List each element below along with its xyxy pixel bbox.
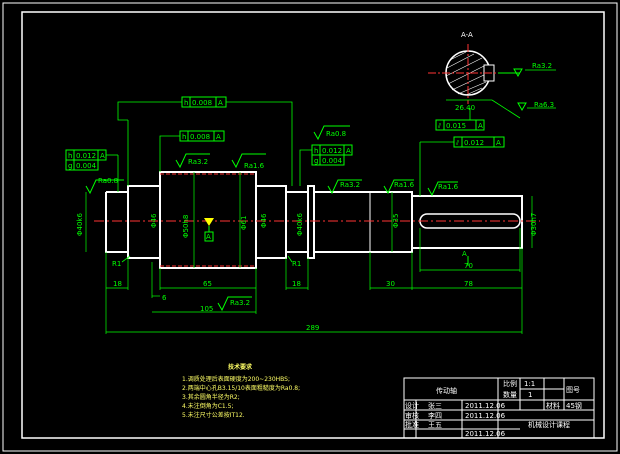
dim-6: 6 [162,294,167,302]
qty-value: 1 [528,391,532,399]
svg-text:⫽: ⫽ [455,139,460,147]
shaft-outline [105,171,523,269]
school: 机械设计课程 [528,420,570,429]
svg-text:h: h [314,147,318,155]
section-label: A-A [461,31,473,39]
keyway-depth: 26.40 [455,104,475,112]
note-line: 2.两端中心孔B3.15/10表面粗糙度为Ra0.8; [182,384,300,392]
dim-30: 30 [386,280,395,288]
right-tol-1-ref: A [346,147,351,155]
keyway-roughness: Ra6.3 [534,101,554,109]
dia-step: Φ35 [392,214,400,228]
sheet-value: 图号 [566,386,580,394]
dimension-lines [105,228,523,334]
scale-label: 比例 [503,379,517,388]
datum-triangle [204,218,214,226]
dia-body2: Φ61 [240,216,248,230]
dia-right: Φ40k6 [296,213,304,236]
dim-65: 65 [203,280,212,288]
ra-step1: Ra3.2 [340,181,360,189]
section-tol: 0.015 [446,122,466,130]
mid-tol: 0.008 [190,133,210,141]
left-tol-2: 0.004 [76,162,97,170]
keyway-tol-ref: A [496,139,501,147]
ra-mid-right: Ra1.6 [244,162,265,170]
dia-left: Φ40k6 [76,213,84,236]
left-tol-box-2 [65,159,99,171]
ra-step2: Ra1.6 [394,181,415,189]
material-label: 材料 [546,401,560,410]
section-tol-box [435,119,485,131]
datum-label: A [206,233,211,241]
approver: 王五 [428,421,442,429]
dim-70: 70 [464,262,473,270]
left-tol-1: 0.012 [76,152,96,160]
keyway-tol: 0.012 [464,139,484,147]
note-line: 3.其余圆角半径为R2; [182,393,240,401]
top-tol-ref: A [218,99,223,107]
svg-text:h: h [182,133,186,141]
top-tol: 0.008 [192,99,212,107]
dia-collar-left: Φ46 [150,213,158,228]
svg-text:⫽: ⫽ [437,122,442,130]
diameter-lines [85,172,533,268]
ra-mid-left: Ra3.2 [188,158,208,166]
dim-total: 289 [306,324,319,332]
dia-end: Φ30h7 [530,213,538,236]
fillet-left: R1 [112,260,121,268]
fillet-right: R1 [292,260,301,268]
roughness-symbols [85,125,458,312]
ra-left: Ra0.8 [98,177,118,185]
cut-label: A [462,250,467,258]
section-tol-ref: A [478,122,483,130]
designer: 张三 [428,401,442,410]
notes-title: 技术要求 [228,363,253,371]
material-value: 45钢 [566,401,582,410]
svg-text:h: h [184,99,188,107]
mid-tol-ref: A [216,133,221,141]
qty-label: 数量 [503,390,517,399]
date-1: 2011.12.06 [465,402,506,410]
datum-box [204,231,214,242]
title-block [403,377,595,439]
ra-bottom: Ra3.2 [230,299,250,307]
checker: 李四 [428,411,442,420]
note-line: 1.调质处理后表面硬度为200~230HBS; [182,375,290,383]
svg-text:g: g [68,162,72,170]
section-hatch [445,51,487,96]
section-roughness: Ra3.2 [532,62,552,70]
left-tol-1-ref: A [100,152,105,160]
dim-105: 105 [200,305,213,313]
svg-text:h: h [68,152,72,160]
dia-body: Φ50h8 [182,215,190,238]
ra-step3: Ra1.6 [438,183,459,191]
dim-18a: 18 [113,280,122,288]
right-tol-1: 0.012 [322,147,342,155]
right-tol-2: 0.004 [322,157,343,165]
approver-label: 批准 [405,420,419,429]
dim-18b: 18 [292,280,301,288]
svg-text:g: g [314,157,318,165]
scale-value: 1:1 [524,380,535,388]
ra-right-top: Ra0.8 [326,130,346,138]
part-name: 传动轴 [436,386,457,395]
note-line: 5.未注尺寸公差按IT12. [182,411,245,419]
checker-label: 审核 [405,411,419,420]
dia-collar-right: Φ46 [260,213,268,228]
dim-78: 78 [464,280,473,288]
right-tol-box-2 [311,154,345,166]
date-3: 2011.12.06 [465,430,506,438]
date-2: 2011.12.06 [465,412,506,420]
designer-label: 设计 [405,401,419,410]
inner-border [21,11,605,439]
note-line: 4.未注倒角为C1.5; [182,402,233,410]
